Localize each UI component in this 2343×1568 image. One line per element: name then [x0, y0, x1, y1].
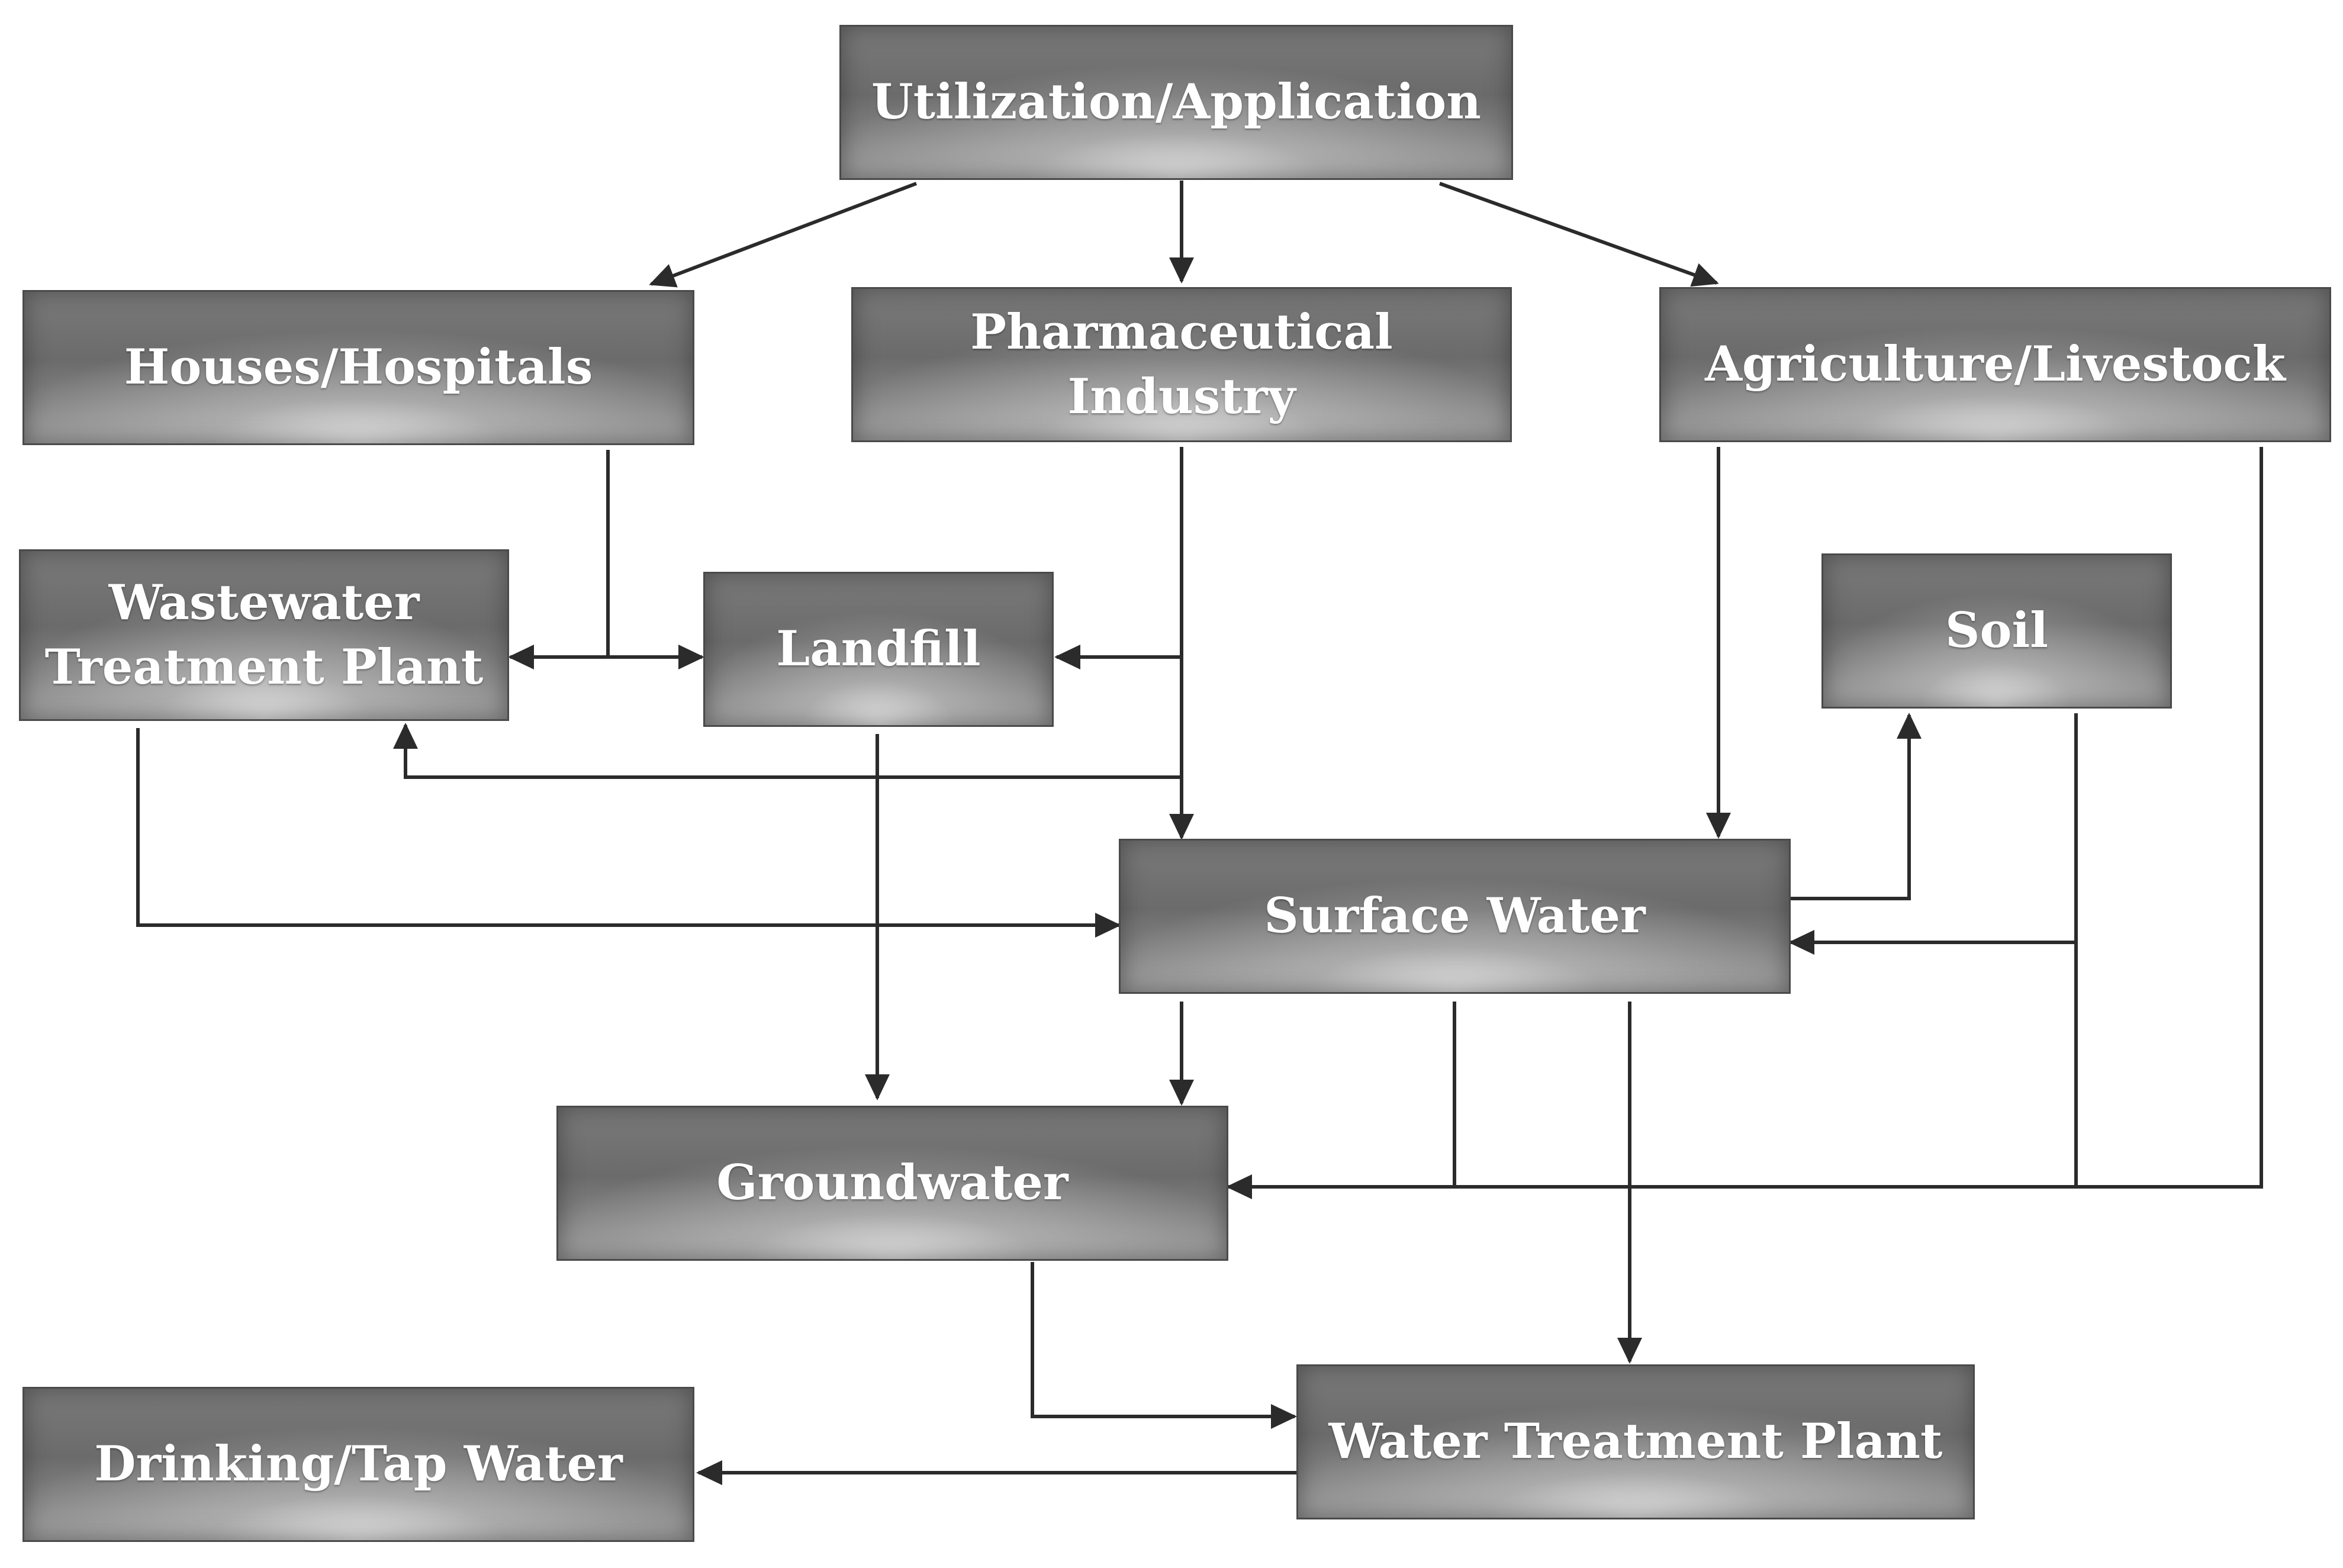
- node-wastewater-treatment-plant: Wastewater Treatment Plant: [19, 549, 509, 721]
- node-label-line2: Treatment Plant: [44, 639, 484, 696]
- edge-agriculture-to-groundwater: [1226, 447, 2263, 1199]
- edge-pharma-to-wwtp: [393, 723, 1182, 779]
- node-label: Houses/Hospitals: [124, 339, 593, 396]
- node-label: Pharmaceutical Industry: [970, 304, 1393, 425]
- node-drinking-tap-water: Drinking/Tap Water: [22, 1387, 694, 1542]
- node-label: Utilization/Application: [871, 74, 1482, 131]
- node-label: Groundwater: [716, 1155, 1068, 1212]
- node-pharmaceutical-industry: Pharmaceutical Industry: [851, 287, 1512, 442]
- edge-utilization-to-agriculture: [1438, 182, 1719, 287]
- node-label-line1: Wastewater: [108, 574, 420, 631]
- node-soil: Soil: [1821, 553, 2172, 709]
- node-landfill: Landfill: [703, 572, 1054, 727]
- node-label: Water Treatment Plant: [1328, 1414, 1943, 1470]
- node-surface-water: Surface Water: [1119, 839, 1791, 994]
- node-agriculture-livestock: Agriculture/Livestock: [1659, 287, 2331, 442]
- node-utilization-application: Utilization/Application: [839, 25, 1513, 180]
- node-label: Soil: [1945, 603, 2049, 659]
- node-houses-hospitals: Houses/Hospitals: [22, 290, 694, 445]
- node-label: Landfill: [776, 621, 981, 678]
- edge-groundwater-to-wtp: [1031, 1262, 1297, 1429]
- edge-surface-water-to-soil: [1791, 713, 1922, 900]
- edge-wwtp-to-surface-water: [136, 728, 1121, 938]
- node-label: Agriculture/Livestock: [1705, 336, 2286, 393]
- node-label: Drinking/Tap Water: [94, 1436, 623, 1493]
- node-groundwater: Groundwater: [556, 1106, 1228, 1261]
- edge-utilization-to-houses: [649, 182, 918, 288]
- node-label: Surface Water: [1264, 888, 1646, 945]
- node-water-treatment-plant: Water Treatment Plant: [1296, 1364, 1975, 1519]
